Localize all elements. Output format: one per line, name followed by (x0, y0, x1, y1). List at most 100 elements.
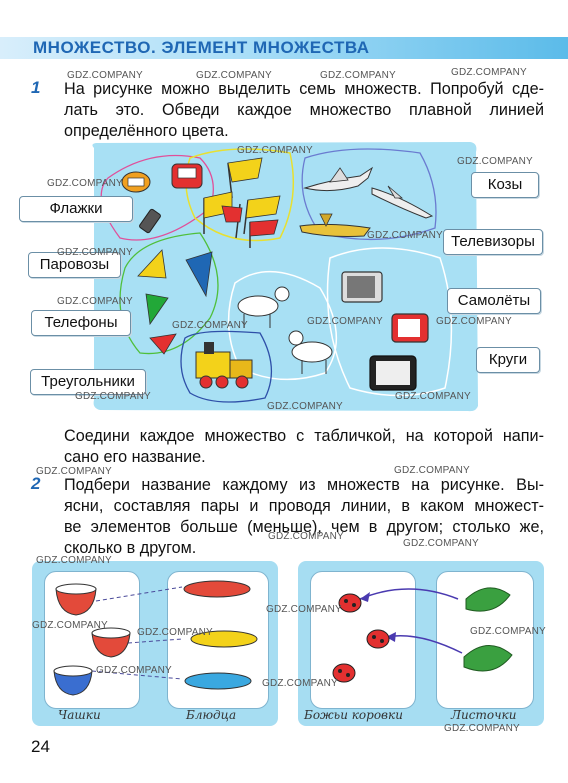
arrow-line (385, 634, 463, 654)
train-icon (195, 342, 253, 389)
leaf-icon (465, 587, 511, 612)
task-number: 2 (31, 474, 41, 493)
ladybugs-leaves-drawing (332, 587, 513, 683)
flag-icon (221, 203, 243, 239)
label-goats: Козы (471, 172, 539, 198)
triangle-icon (149, 333, 177, 355)
watermark: GDZ.COMPANY (32, 620, 108, 631)
task1-after-line: Соедини каждое множество с табличкой, на… (64, 427, 544, 445)
ladybugs-set (310, 571, 416, 709)
watermark: GDZ.COMPANY (75, 391, 151, 402)
goats-outline (227, 271, 337, 381)
task1-text: На рисунке можно выделить семь множеств.… (64, 79, 544, 142)
cups-saucers-drawing (53, 580, 258, 696)
label-circles: Круги (476, 347, 540, 373)
task2-text: Подбери название каждому из множеств на … (64, 475, 544, 559)
cup-icon (53, 665, 93, 696)
task1-after-line: сано его название. (64, 448, 206, 466)
label-flags: Флажки (19, 196, 133, 222)
watermark: GDZ.COMPANY (57, 247, 133, 258)
task-number: 1 (31, 78, 41, 97)
watermark: GDZ.COMPANY (457, 156, 533, 167)
tv-icon (369, 355, 417, 391)
airplane-icon (303, 166, 374, 192)
flags-outline (185, 148, 295, 242)
sets-illustration (92, 142, 479, 412)
task2-line: ве элементов больше (меньше), чем в друг… (64, 518, 544, 536)
flag-icon (249, 219, 279, 248)
pair-line (91, 670, 183, 680)
header-bar (0, 37, 568, 59)
ladybug-icon (338, 593, 362, 613)
planes-outline (301, 148, 437, 241)
caption-leaves: Листочки (451, 708, 517, 722)
tv-icon (341, 271, 383, 303)
tv-outline (326, 247, 453, 397)
watermark: GDZ.COMPANY (36, 466, 112, 477)
flag-icon (243, 195, 281, 235)
phone-icon (121, 171, 151, 193)
watermark: GDZ.COMPANY (444, 723, 520, 734)
airplane-icon (299, 213, 371, 237)
page-title: МНОЖЕСТВО. ЭЛЕМЕНТ МНОЖЕСТВА (33, 38, 370, 57)
caption-cups: Чашки (58, 708, 101, 722)
label-tvs: Телевизоры (443, 229, 543, 255)
watermark: GDZ.COMPANY (172, 320, 248, 331)
watermark: GDZ.COMPANY (36, 555, 112, 566)
task1-instructions: Соедини каждое множество с табличкой, на… (64, 426, 544, 468)
triangle-icon (185, 251, 213, 298)
watermark: GDZ.COMPANY (470, 626, 546, 637)
tv-icon (391, 313, 429, 343)
watermark: GDZ.COMPANY (307, 316, 383, 327)
task1-line: определённого цвета. (64, 122, 229, 140)
watermark: GDZ.COMPANY (196, 70, 272, 81)
leaf-icon (463, 645, 513, 672)
saucer-icon (183, 580, 251, 598)
watermark: GDZ.COMPANY (268, 531, 344, 542)
saucer-icon (190, 630, 258, 648)
illustration-background (92, 142, 479, 412)
airplane-icon (371, 185, 434, 219)
goat-icon (288, 330, 333, 374)
task2-line: ясни, составляя пары и проводя линии, в … (64, 497, 544, 515)
page-number: 24 (31, 737, 50, 756)
watermark: GDZ.COMPANY (57, 296, 133, 307)
caption-saucers: Блюдца (186, 708, 237, 722)
arrow-line (359, 588, 459, 600)
watermark: GDZ.COMPANY (367, 230, 443, 241)
watermark: GDZ.COMPANY (320, 70, 396, 81)
label-triangles: Треугольники (30, 369, 146, 395)
label-planes: Самолёты (447, 288, 541, 314)
watermark: GDZ.COMPANY (137, 627, 213, 638)
watermark: GDZ.COMPANY (96, 665, 172, 676)
watermark: GDZ.COMPANY (237, 145, 313, 156)
arrow-head (386, 632, 396, 642)
task2-line: сколько в другом. (64, 539, 197, 557)
arrow-head (360, 592, 370, 602)
ladybug-icon (366, 629, 390, 649)
watermark: GDZ.COMPANY (262, 678, 338, 689)
task2-line: Подбери название каждому из множеств на … (64, 476, 544, 494)
task1-line: лать это. Обведи каждое множество плавно… (64, 101, 544, 119)
goat-icon (237, 286, 290, 328)
pair-line (127, 638, 183, 644)
ladybug-icon (332, 663, 356, 683)
triangle-icon (145, 293, 169, 326)
label-locomotives: Паровозы (28, 252, 121, 278)
cup-icon (55, 583, 97, 616)
watermark: GDZ.COMPANY (436, 316, 512, 327)
watermark: GDZ.COMPANY (67, 70, 143, 81)
watermark: GDZ.COMPANY (47, 178, 123, 189)
watermark: GDZ.COMPANY (394, 465, 470, 476)
caption-ladybugs: Божьи коровки (304, 708, 403, 722)
task1-line: На рисунке можно выделить семь множеств.… (64, 80, 544, 98)
mobile-phone-icon (139, 208, 161, 234)
train-outline (180, 330, 273, 403)
label-phones: Телефоны (31, 310, 131, 336)
watermark: GDZ.COMPANY (403, 538, 479, 549)
triangle-icon (137, 249, 167, 279)
saucer-icon (184, 672, 252, 690)
cup-icon (91, 627, 131, 658)
phone-icon (171, 163, 203, 189)
watermark: GDZ.COMPANY (395, 391, 471, 402)
